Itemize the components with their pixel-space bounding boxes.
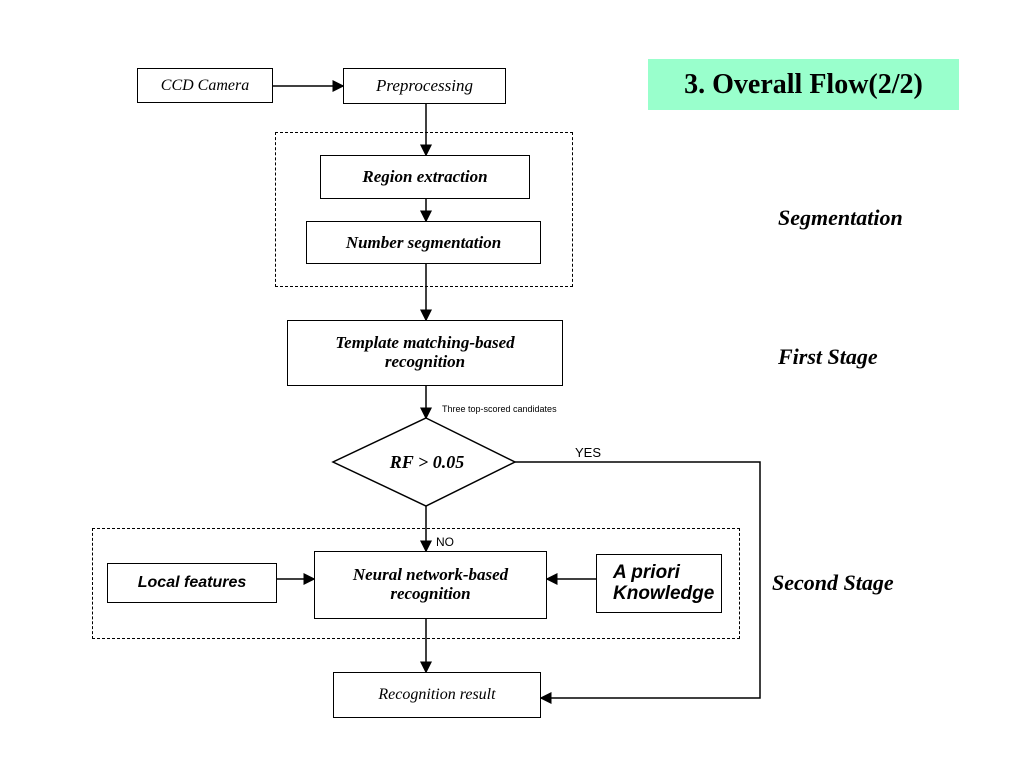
yes-label: YES [575,445,602,460]
edge-yes-path [515,461,761,704]
decision-label-box: RF > 0.05 [373,448,481,476]
local-features-box: Local features [107,563,277,603]
region-extraction-box: Region extraction [320,155,530,199]
region-extraction-label: Region extraction [362,167,488,186]
ccd-camera-label: CCD Camera [160,76,250,94]
candidates-label: Three top-scored candidates [442,404,557,414]
decision-label: RF > 0.05 [389,451,465,472]
segmentation-group [275,132,573,287]
number-segmentation-box: Number segmentation [306,221,541,264]
recognition-result-box: Recognition result [333,672,541,718]
local-features-label: Local features [137,574,247,591]
ccd-camera-box: CCD Camera [137,68,273,103]
a-priori-box: A priori Knowledge [596,554,722,613]
preprocessing-box: Preprocessing [343,68,506,104]
second-stage-group [92,528,740,639]
neural-network-label: Neural network-based recognition [352,565,509,603]
a-priori-label: A priori Knowledge [613,561,715,604]
template-matching-box: Template matching-based recognition [287,320,563,386]
template-matching-label: Template matching-based recognition [335,333,515,371]
number-segmentation-label: Number segmentation [345,232,502,252]
preprocessing-label: Preprocessing [376,76,473,95]
first-stage-label: First Stage [778,344,878,369]
no-label: NO [436,535,454,549]
neural-network-box: Neural network-based recognition [314,551,547,619]
segmentation-stage-label: Segmentation [778,205,903,230]
slide-title: 3. Overall Flow(2/2) [648,59,959,110]
second-stage-label: Second Stage [772,570,894,595]
recognition-result-label: Recognition result [378,686,496,703]
